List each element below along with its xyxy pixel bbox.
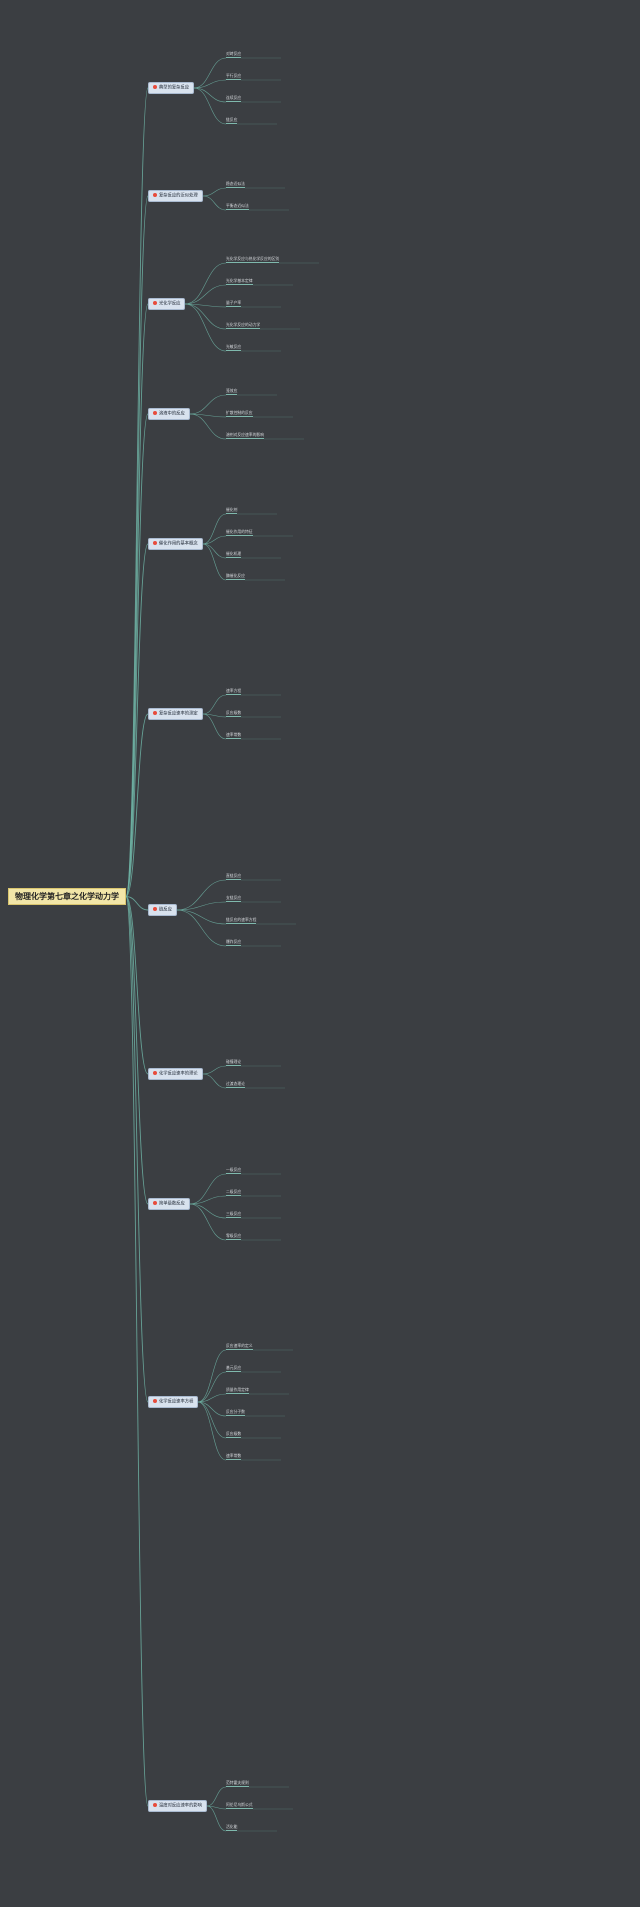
main-topic-7[interactable]: 链反应 [148, 904, 177, 917]
main-topic-9[interactable]: 简单级数反应 [148, 1198, 190, 1211]
flame-icon [153, 1399, 157, 1403]
root-topic[interactable]: 物理化学第七章之化学动力学 [8, 888, 126, 906]
main-topic-11[interactable]: 温度对反应速率的影响 [148, 1800, 207, 1813]
flame-icon [153, 1803, 157, 1807]
sub-topic-9-2[interactable]: 二级反应 [226, 1189, 242, 1197]
sub-topic-2-1[interactable]: 稳态近似法 [226, 181, 245, 189]
sub-topic-7-3[interactable]: 链反应的速率方程 [226, 917, 257, 925]
sub-topic-6-1[interactable]: 速率方程 [226, 688, 242, 696]
sub-topic-9-3[interactable]: 三级反应 [226, 1211, 242, 1219]
sub-topic-3-2[interactable]: 光化学基本定律 [226, 278, 253, 286]
sub-topic-10-3[interactable]: 质量作用定律 [226, 1387, 249, 1395]
sub-topic-5-1[interactable]: 催化剂 [226, 507, 238, 515]
main-topic-4[interactable]: 溶液中的反应 [148, 408, 190, 421]
sub-topic-5-3[interactable]: 催化机理 [226, 551, 242, 559]
sub-topic-10-1[interactable]: 反应速率的定义 [226, 1343, 253, 1351]
sub-topic-7-2[interactable]: 支链反应 [226, 895, 242, 903]
flame-icon [153, 907, 157, 911]
sub-topic-10-4[interactable]: 反应分子数 [226, 1409, 245, 1417]
main-topic-8[interactable]: 化学反应速率的理论 [148, 1068, 203, 1081]
sub-topic-5-2[interactable]: 催化作用的特征 [226, 529, 253, 537]
sub-topic-4-3[interactable]: 溶剂对反应速率的影响 [226, 432, 264, 440]
flame-icon [153, 711, 157, 715]
sub-topic-3-4[interactable]: 光化学反应的动力学 [226, 322, 261, 330]
main-topic-1[interactable]: 典型的复杂反应 [148, 82, 195, 95]
flame-icon [153, 193, 157, 197]
sub-topic-1-2[interactable]: 平行反应 [226, 73, 242, 81]
sub-topic-11-1[interactable]: 范特霍夫规则 [226, 1780, 249, 1788]
main-topic-5[interactable]: 催化作用的基本概念 [148, 538, 203, 551]
main-topic-10[interactable]: 化学反应速率方程 [148, 1396, 199, 1409]
sub-topic-10-2[interactable]: 基元反应 [226, 1365, 242, 1373]
main-topic-3[interactable]: 光化学反应 [148, 298, 186, 311]
sub-topic-7-4[interactable]: 爆炸反应 [226, 939, 242, 947]
sub-topic-8-2[interactable]: 过渡态理论 [226, 1081, 245, 1089]
sub-topic-1-3[interactable]: 连续反应 [226, 95, 242, 103]
sub-topic-1-4[interactable]: 链反应 [226, 117, 238, 125]
flame-icon [153, 85, 157, 89]
sub-topic-6-3[interactable]: 速率常数 [226, 732, 242, 740]
sub-topic-8-1[interactable]: 碰撞理论 [226, 1059, 242, 1067]
sub-topic-7-1[interactable]: 直链反应 [226, 873, 242, 881]
sub-topic-3-3[interactable]: 量子产率 [226, 300, 242, 308]
sub-topic-9-4[interactable]: 零级反应 [226, 1233, 242, 1241]
sub-topic-4-2[interactable]: 扩散控制的反应 [226, 410, 253, 418]
sub-topic-9-1[interactable]: 一级反应 [226, 1167, 242, 1175]
main-topic-6[interactable]: 复杂反应速率的测定 [148, 708, 203, 721]
sub-topic-11-3[interactable]: 活化能 [226, 1824, 238, 1832]
sub-topic-2-2[interactable]: 平衡态近似法 [226, 203, 249, 211]
flame-icon [153, 1201, 157, 1205]
flame-icon [153, 1071, 157, 1075]
sub-topic-10-5[interactable]: 反应级数 [226, 1431, 242, 1439]
sub-topic-11-2[interactable]: 阿伦尼乌斯公式 [226, 1802, 253, 1810]
sub-topic-4-1[interactable]: 笼效应 [226, 388, 238, 396]
sub-topic-10-6[interactable]: 速率常数 [226, 1453, 242, 1461]
sub-topic-5-4[interactable]: 酶催化反应 [226, 573, 245, 581]
flame-icon [153, 541, 157, 545]
flame-icon [153, 411, 157, 415]
sub-topic-3-5[interactable]: 光敏反应 [226, 344, 242, 352]
sub-topic-6-2[interactable]: 反应级数 [226, 710, 242, 718]
sub-topic-3-1[interactable]: 光化学反应与热化学反应的区别 [226, 256, 280, 264]
main-topic-2[interactable]: 复杂反应的近似处理 [148, 190, 203, 203]
flame-icon [153, 301, 157, 305]
sub-topic-1-1[interactable]: 对峙反应 [226, 51, 242, 59]
